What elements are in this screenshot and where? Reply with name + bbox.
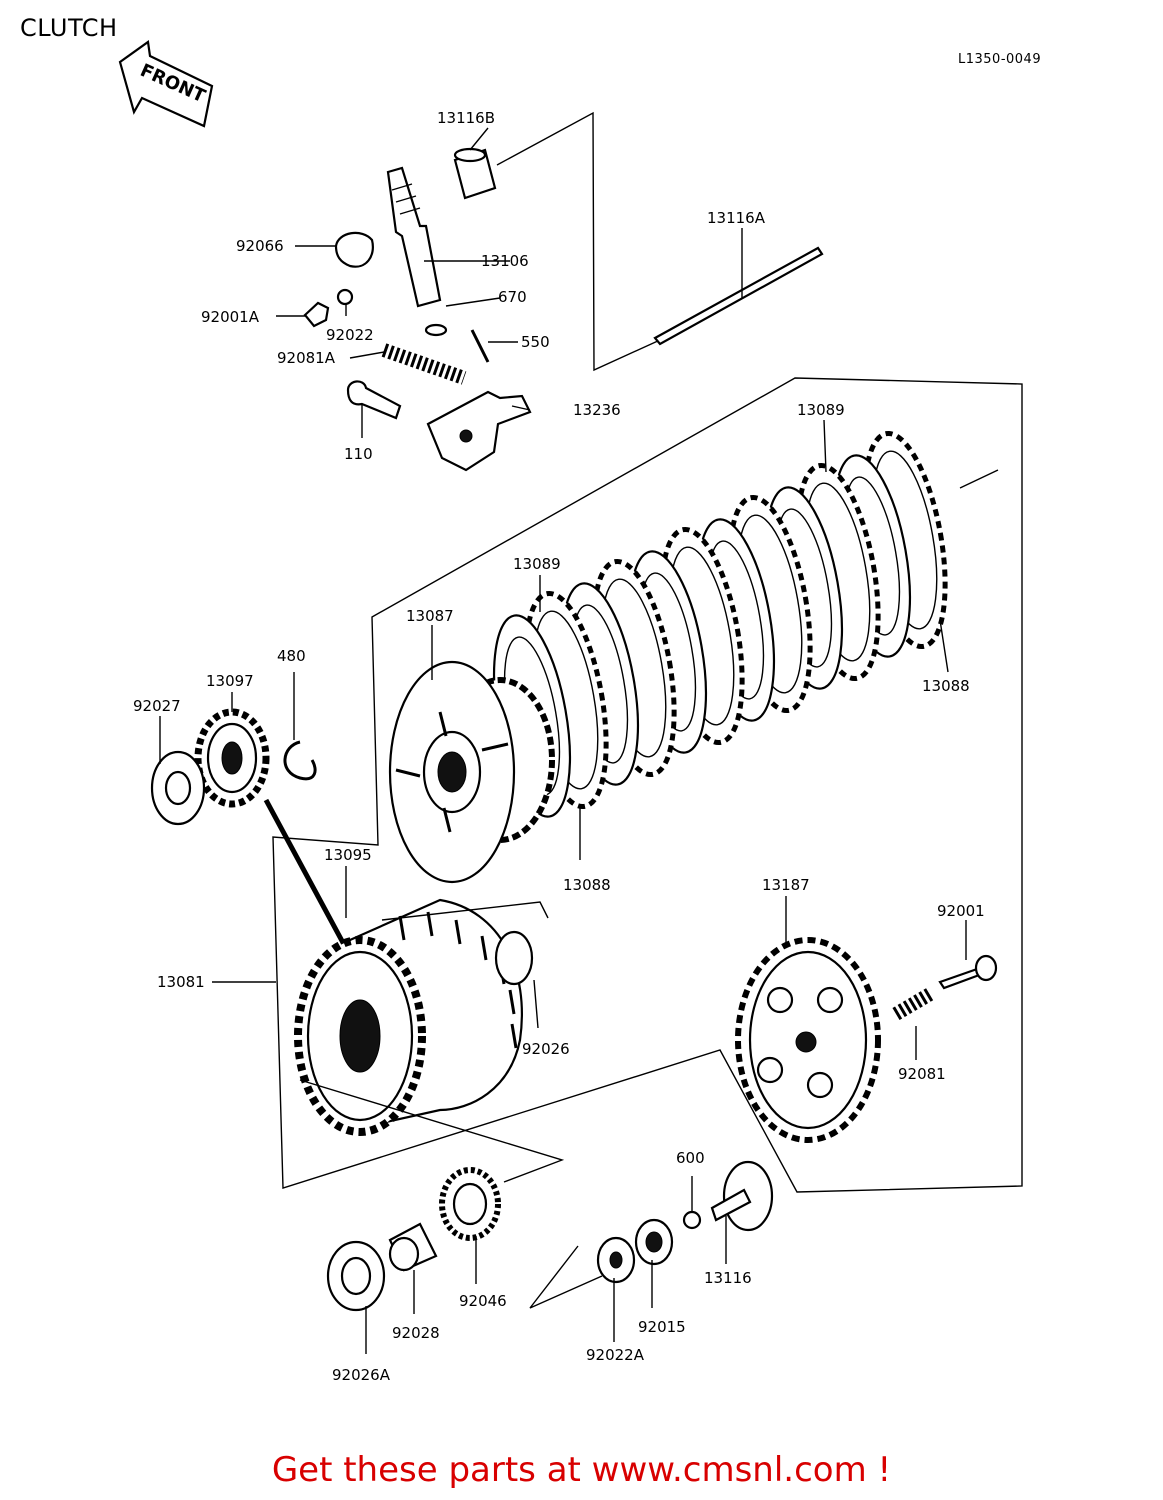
washer-92026a — [326, 1240, 386, 1312]
washer-670 — [424, 323, 448, 337]
label-92015: 92015 — [638, 1318, 686, 1336]
label-13088-b: 13088 — [563, 876, 611, 894]
sleeve-13116b — [453, 147, 497, 200]
promo-link-text[interactable]: Get these parts at www.cmsnl.com ! — [271, 1450, 892, 1490]
assembly-outline — [272, 377, 1023, 1193]
bolt-92001 — [938, 954, 998, 990]
pressure-plate-13187 — [735, 937, 881, 1143]
push-rod-13116 — [710, 1160, 774, 1232]
label-92081a: 92081A — [277, 349, 336, 367]
bolt-92001a — [303, 301, 330, 328]
label-13089-b: 13089 — [513, 555, 561, 573]
label-13095: 13095 — [324, 846, 372, 864]
label-13236: 13236 — [573, 401, 621, 419]
push-rod-13116a — [653, 246, 824, 346]
label-13081: 13081 — [157, 973, 205, 991]
gear-link-line — [263, 798, 351, 954]
adjuster-13106 — [386, 166, 442, 308]
label-92022a: 92022A — [586, 1346, 645, 1364]
housing-bracket — [299, 1079, 565, 1183]
spring-92081a — [381, 343, 467, 385]
washer-92022a — [596, 1236, 636, 1284]
page-title: CLUTCH — [20, 14, 118, 42]
sleeve-92028 — [388, 1222, 438, 1272]
label-13089-a: 13089 — [797, 401, 845, 419]
washer-92022 — [336, 288, 354, 306]
label-13097: 13097 — [206, 672, 254, 690]
washer-92027 — [150, 750, 206, 826]
label-13116: 13116 — [704, 1269, 752, 1287]
label-92026: 92026 — [522, 1040, 570, 1058]
label-92022: 92022 — [326, 326, 374, 344]
diagram-code: L1350-0049 — [958, 52, 1042, 67]
clutch-hub-13087 — [388, 660, 555, 884]
pushrod-bracket — [496, 111, 661, 372]
label-600: 600 — [676, 1149, 705, 1167]
bearing-92046 — [439, 1167, 501, 1241]
label-480: 480 — [277, 647, 306, 665]
label-110: 110 — [344, 445, 373, 463]
label-13087: 13087 — [406, 607, 454, 625]
label-92066: 92066 — [236, 237, 284, 255]
label-670: 670 — [498, 288, 527, 306]
label-550: 550 — [521, 333, 550, 351]
label-13088-a: 13088 — [922, 677, 970, 695]
small-parts-bracket — [529, 1245, 603, 1309]
label-92081: 92081 — [898, 1065, 946, 1083]
label-13116b: 13116B — [437, 109, 495, 127]
front-arrow-icon: FRONT — [118, 40, 214, 128]
gear-13097 — [194, 708, 270, 808]
label-13116a: 13116A — [707, 209, 766, 227]
hub-bracket — [381, 901, 549, 921]
ball-600 — [682, 1210, 702, 1230]
lever-13236 — [426, 390, 532, 472]
circlip-480 — [283, 740, 317, 781]
clutch-exploded-diagram: FRONT — [118, 40, 1023, 1384]
cap-92066 — [334, 231, 374, 268]
label-92027: 92027 — [133, 697, 181, 715]
bolt-110 — [346, 380, 402, 420]
clutch-housing-13081 — [294, 898, 523, 1136]
pin-550 — [470, 329, 490, 363]
washer-92026 — [494, 930, 534, 986]
spring-92081 — [892, 987, 934, 1021]
label-92028: 92028 — [392, 1324, 440, 1342]
label-13106: 13106 — [481, 252, 529, 270]
leader-lines — [159, 127, 999, 1354]
label-92001: 92001 — [937, 902, 985, 920]
label-92046: 92046 — [459, 1292, 507, 1310]
label-92001a: 92001A — [201, 308, 260, 326]
label-13187: 13187 — [762, 876, 810, 894]
label-92026a: 92026A — [332, 1366, 391, 1384]
nut-92015 — [634, 1218, 674, 1266]
